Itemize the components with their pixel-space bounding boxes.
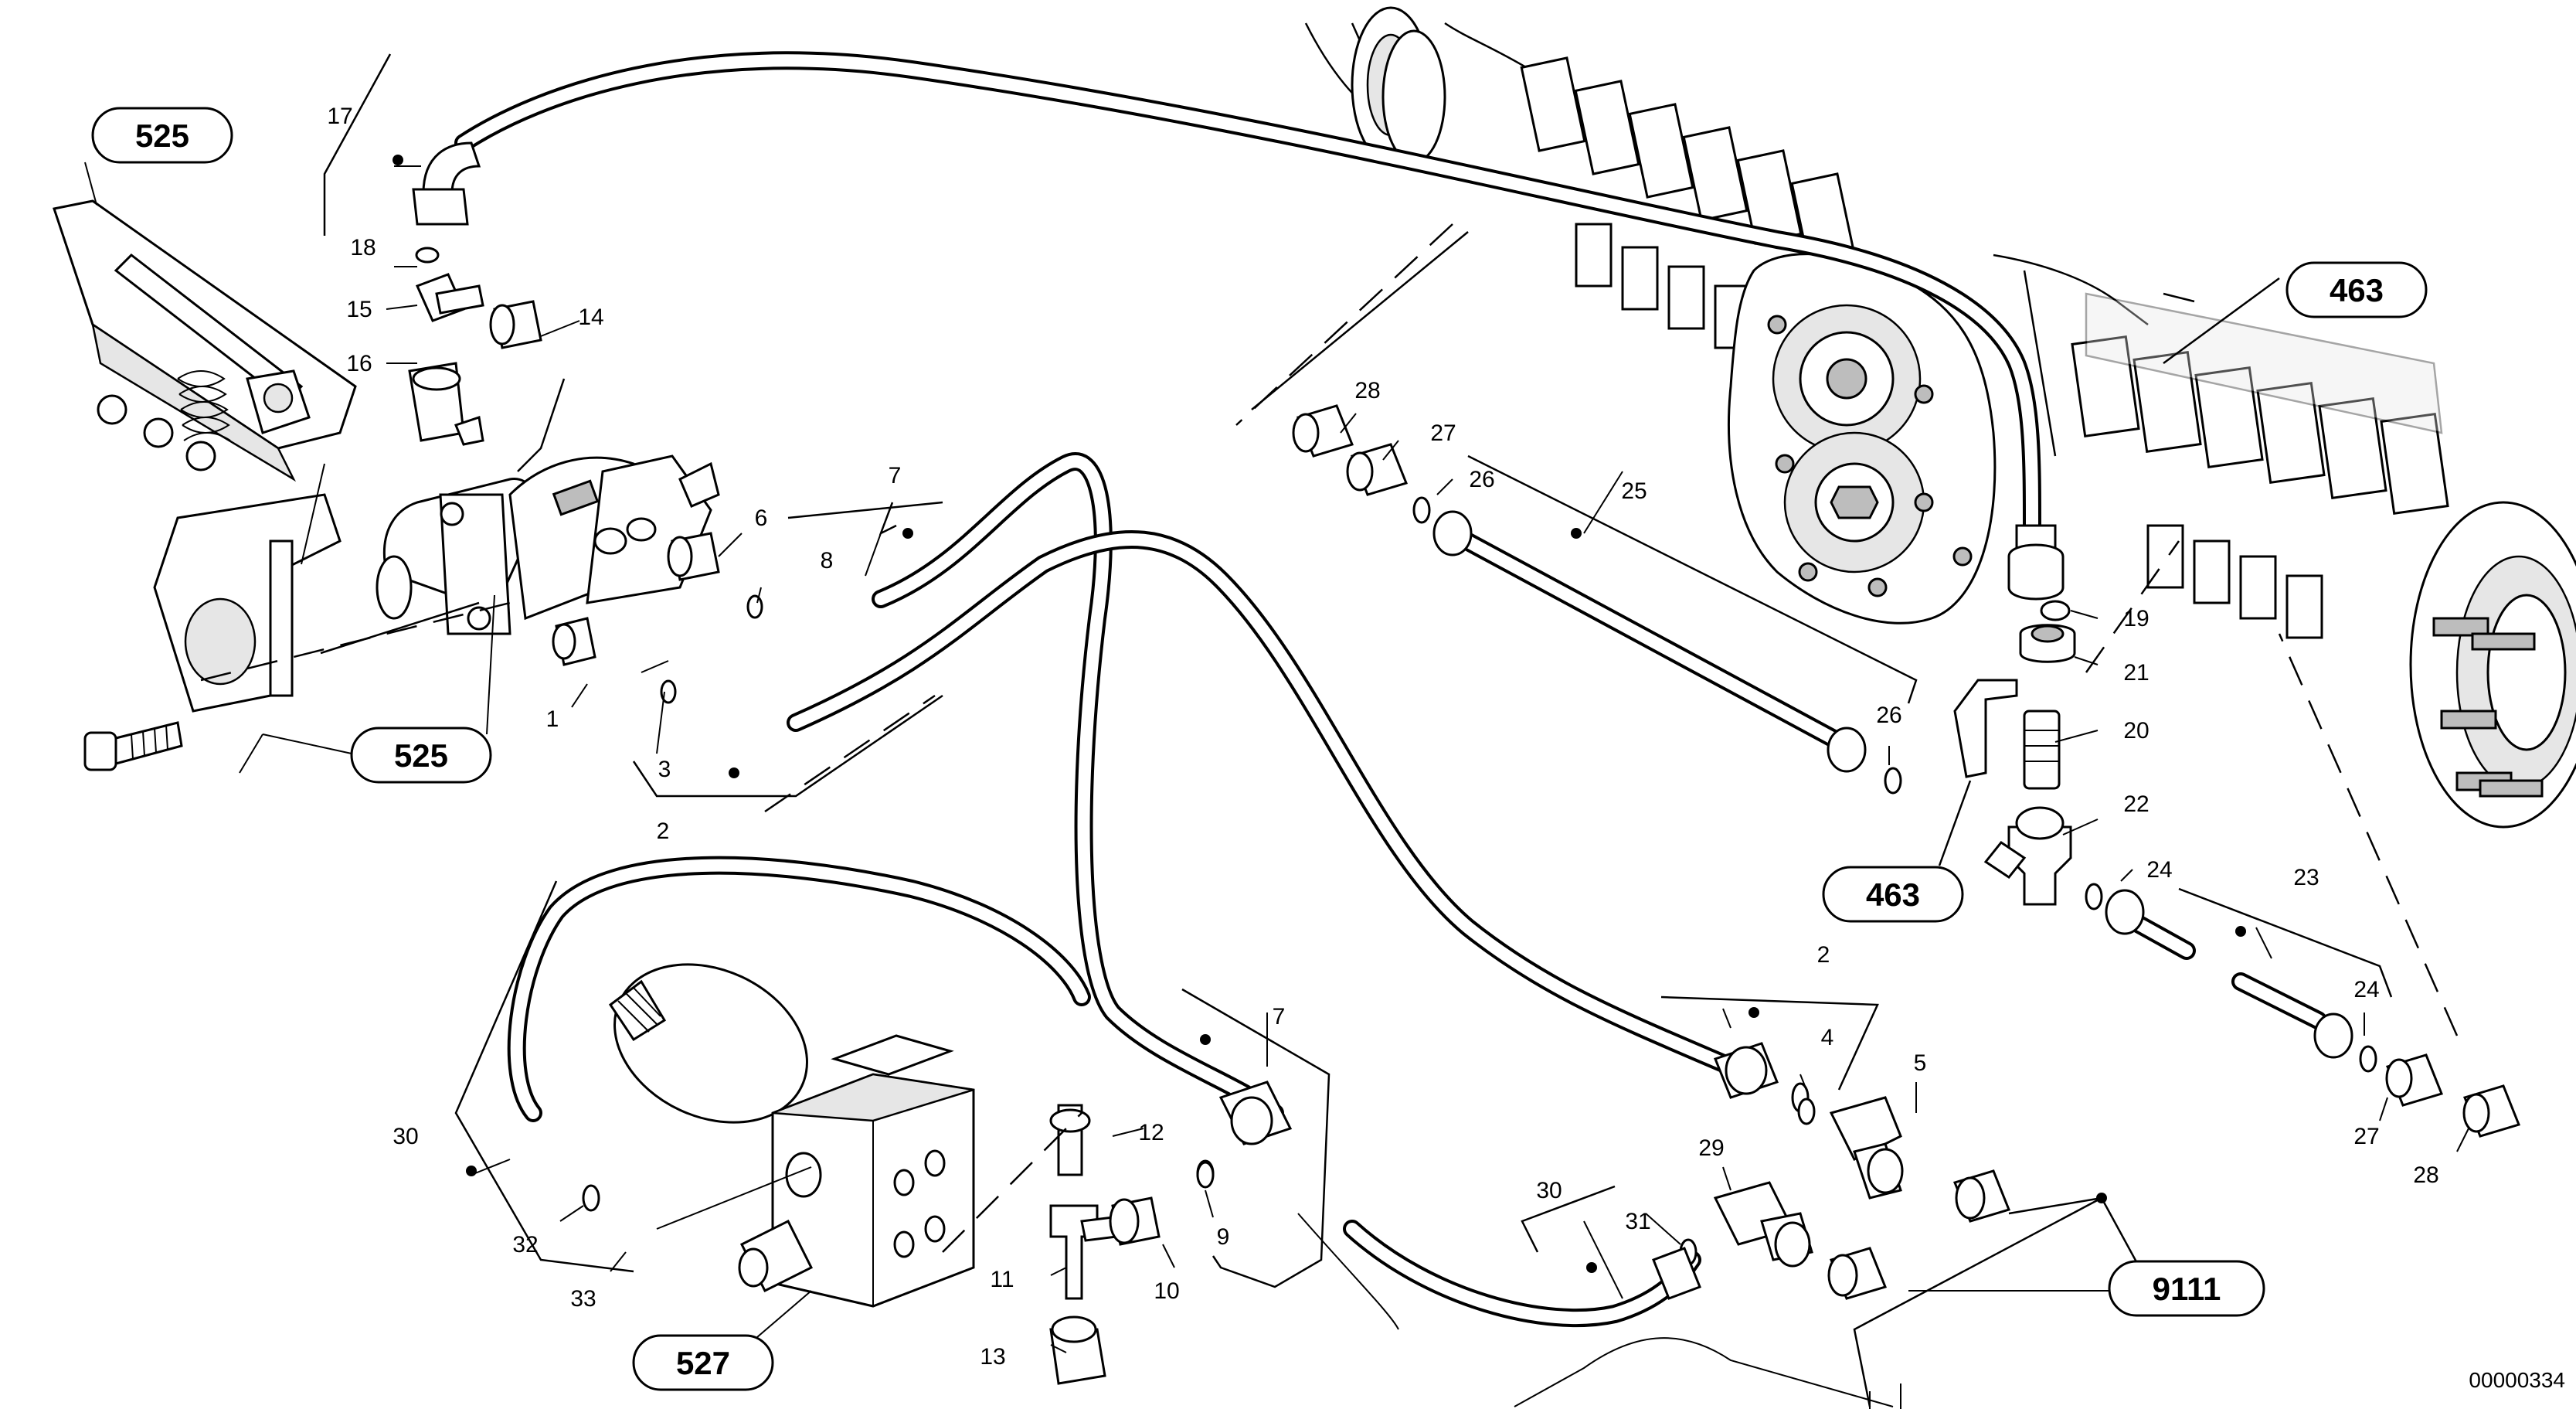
- fitting-27-28-right: [2313, 1013, 2521, 1138]
- part-number-4: 4: [1821, 1025, 1834, 1050]
- part-number-16: 16: [346, 351, 372, 376]
- part-number-13: 13: [980, 1344, 1005, 1370]
- differential-gear-housing: [1728, 253, 1997, 625]
- fitting-right-cluster: [1652, 1042, 2011, 1300]
- part-number-29: 29: [1698, 1135, 1724, 1161]
- part-number-14: 14: [578, 305, 603, 330]
- part-number-17: 17: [327, 104, 352, 129]
- brake-pedal-assembly: [53, 199, 357, 771]
- part-number-31: 31: [1625, 1209, 1650, 1234]
- reference-label-9111-text: 9111: [2153, 1271, 2221, 1307]
- part-number-28-right: 28: [2413, 1162, 2438, 1188]
- fitting-20-22: [1983, 710, 2072, 906]
- wheel-hub: [2409, 501, 2576, 829]
- part-number-30-left: 30: [393, 1124, 418, 1149]
- fitting-17-elbow: [412, 141, 481, 226]
- reference-label-9111[interactable]: 9111: [2108, 1260, 2265, 1317]
- part-number-9: 9: [1217, 1224, 1230, 1250]
- fittings: [408, 141, 2521, 1385]
- part-number-2-left: 2: [657, 819, 670, 844]
- part-number-15: 15: [346, 297, 372, 322]
- part-number-26-right: 26: [1876, 703, 1901, 728]
- part-number-8: 8: [821, 548, 834, 573]
- fitting-19-21: [2007, 524, 2076, 663]
- fitting-27-28-top: [1292, 404, 1902, 795]
- part-number-23: 23: [2293, 865, 2319, 890]
- hose-long-upper: [454, 51, 2041, 535]
- part-number-19: 19: [2123, 606, 2149, 631]
- hose-30-right: [1343, 1220, 1701, 1327]
- fitting-center-cluster: [1049, 1081, 1293, 1385]
- part-number-28-top: 28: [1354, 378, 1380, 403]
- hose-25: [1443, 524, 1856, 755]
- part-number-12: 12: [1138, 1120, 1164, 1145]
- part-number-6: 6: [755, 505, 768, 531]
- mounting-bolt: [83, 721, 183, 771]
- pedal-spring: [177, 370, 231, 441]
- part-number-27-top: 27: [1430, 420, 1456, 446]
- part-number-7-top: 7: [889, 463, 902, 488]
- hose-30-left: [507, 856, 1091, 1122]
- reference-label-527[interactable]: 527: [632, 1334, 774, 1391]
- part-number-3: 3: [658, 757, 671, 782]
- brake-master-cylinder: [376, 454, 720, 635]
- document-id: 00000334: [2469, 1368, 2565, 1392]
- part-number-1: 1: [546, 706, 559, 732]
- hose-23: [2108, 903, 2327, 1030]
- axle-arm-right: [2071, 292, 2449, 639]
- hose-middle-2: [787, 530, 1740, 1076]
- part-number-11: 11: [990, 1267, 1014, 1292]
- part-number-32: 32: [512, 1232, 538, 1258]
- o-rings: [415, 247, 1816, 1212]
- part-number-26-top: 26: [1469, 467, 1494, 492]
- part-number-22: 22: [2123, 791, 2149, 817]
- bracket-463: [1953, 679, 2018, 778]
- part-number-10: 10: [1154, 1278, 1179, 1304]
- part-number-2-right: 2: [1817, 942, 1830, 968]
- part-number-20: 20: [2123, 718, 2149, 744]
- reference-label-527-text: 527: [676, 1345, 730, 1381]
- part-number-18: 18: [350, 235, 376, 260]
- reference-label-463-mid[interactable]: 463: [1822, 866, 1964, 923]
- part-number-21: 21: [2123, 660, 2149, 686]
- reference-label-525-top-text: 525: [135, 117, 189, 154]
- mounting-bracket: [153, 493, 342, 713]
- reference-label-525-bottom-text: 525: [394, 737, 448, 774]
- fitting-24-left: [2085, 883, 2145, 935]
- part-number-24-left: 24: [2146, 857, 2172, 883]
- part-number-callouts: 17 18 15 16 14 6 7 8 1 3 2 28 27 26 25 2…: [327, 104, 2438, 1370]
- marker-dots: [393, 155, 2246, 1273]
- part-number-25: 25: [1621, 478, 1647, 504]
- part-number-33: 33: [570, 1286, 596, 1312]
- reference-label-525-top[interactable]: 525: [91, 107, 233, 164]
- leader-lines: [84, 53, 2469, 1409]
- fitting-left-cluster: [408, 273, 720, 666]
- hose-middle-7: [872, 452, 1284, 1122]
- accumulator-valve-block: [608, 963, 975, 1308]
- part-number-5: 5: [1914, 1050, 1927, 1076]
- reference-label-463-mid-text: 463: [1866, 876, 1920, 913]
- part-number-24-right: 24: [2353, 977, 2379, 1002]
- axle-assembly-drawing: [1304, 6, 2576, 829]
- reference-label-463-top[interactable]: 463: [2285, 261, 2428, 318]
- reference-label-525-bottom[interactable]: 525: [350, 727, 492, 784]
- part-number-7-center: 7: [1273, 1004, 1286, 1030]
- axle-housing-lower-fins: [1575, 223, 1752, 349]
- reference-label-463-top-text: 463: [2330, 272, 2384, 308]
- part-number-30-right: 30: [1536, 1178, 1562, 1203]
- part-number-27-right: 27: [2353, 1124, 2379, 1149]
